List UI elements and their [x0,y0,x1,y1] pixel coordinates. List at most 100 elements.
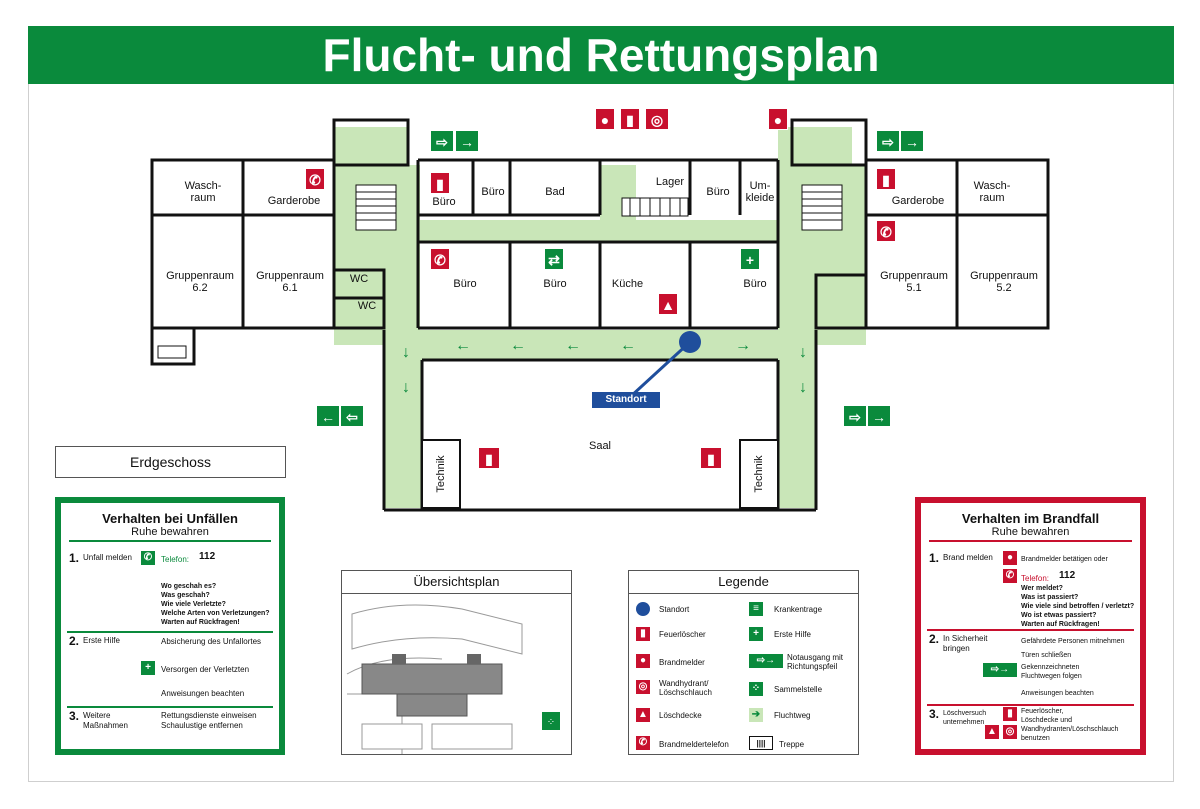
room-label-gruppenraum-52: Gruppenraum 5.2 [970,270,1038,294]
room-label-buero2: Büro [481,186,505,198]
question-0: Wer meldet? [1021,585,1063,592]
room-label-bad: Bad [545,186,565,198]
fire-extinguisher-icon: ▮ [478,447,500,469]
fire-phone-icon: ✆ [305,168,325,190]
arrow-left-icon: ← [455,337,471,354]
question-0: Wo geschah es? [161,583,217,590]
arrow-right-icon: → [900,130,924,152]
room-label-buero5: Büro [543,278,567,290]
fire-extinguisher-icon: ▮ [876,168,896,190]
legend-left-0: Standort [659,605,690,614]
fire-step1-label: Brand melden [943,553,993,562]
fire-title: Verhalten im Brandfall [961,511,1100,526]
fire-step2-line4: Anweisungen beachten [1021,690,1094,697]
legend-right-3: Sammelstelle [774,685,823,694]
room-label-buero6: Büro [743,278,767,290]
fire-blanket-icon: ▲ [636,708,650,722]
room-label-wc2: WC [357,300,377,312]
overview-title: Übersichtsplan [342,571,571,594]
fire-step2-line1: Gefährdete Personen mitnehmen [1021,638,1125,645]
escape-routes [334,127,866,508]
accident-subtitle: Ruhe bewahren [131,526,209,538]
room-label-garderobe-right: Garderobe [891,195,945,207]
legend-left-4: Löschdecke [659,711,702,720]
fire-step3-line: Feuerlöscher, Löschdecke und Wandhydrant… [1021,708,1119,742]
fire-phone-icon: ✆ [430,248,450,270]
hydrant-icon: ◎ [636,680,650,694]
fire-instructions: Verhalten im Brandfall Ruhe bewahren 1. … [915,497,1146,755]
accident-telefon-label: Telefon: [161,555,190,564]
fire-subtitle: Ruhe bewahren [991,526,1070,538]
fire-blanket-icon: ▲ [985,725,999,739]
legend-left-2: Brandmelder [659,658,705,667]
arrow-down-icon: ↓ [799,379,807,396]
arrow-left-icon: ← [510,337,526,354]
fire-step1-line: Brandmelder betätigen oder [1021,556,1108,563]
accident-step2-num: 2. [69,634,80,648]
arrow-right-icon: → [455,130,479,152]
first-aid-icon: + [740,248,760,270]
legend-left-1: Feuerlöscher [659,630,706,639]
fire-extinguisher-icon: ▮ [700,447,722,469]
fire-extinguisher-icon: ▮ [430,172,450,194]
emergency-exit-icon: ⇨→ [749,654,783,668]
question-1: Was geschah? [161,592,210,599]
accident-step2-line3: Anweisungen beachten [161,689,245,698]
phone-icon: ✆ [141,551,155,565]
question-2: Wie viele sind betroffen / verletzt? [1021,603,1135,610]
legend-right-0: Krankentrage [774,605,823,614]
fire-phone-icon: ✆ [876,220,896,242]
room-label-kueche: Küche [611,278,644,290]
accident-step2-line1: Absicherung des Unfallortes [161,637,262,646]
stretcher-icon: ⇄ [544,248,564,270]
fire-step2-num: 2. [929,632,940,646]
arrow-left-icon: ← [565,337,581,354]
legend-right-1: Erste Hilfe [774,630,811,639]
room-label-waschraum-left: Wasch- raum [184,180,222,204]
question-2: Wie viele Verletzte? [161,601,226,608]
fire-alarm-icon: ● [1003,551,1017,565]
accident-telefon-number: 112 [199,551,216,562]
assembly-point-icon: ⁘ [749,682,763,696]
stretcher-icon: ≡ [749,602,763,616]
accident-step3-label: Weitere Maßnahmen [83,711,128,730]
arrow-right-icon: → [735,337,751,354]
room-label-waschraum-right: Wasch- raum [973,180,1011,204]
room-label-gruppenraum-51: Gruppenraum 5.1 [880,270,948,294]
fire-telefon-label: Telefon: [1021,574,1050,583]
room-label-wc1: WC [349,273,369,285]
accident-step3-num: 3. [69,709,80,723]
fire-alarm-icon: ● [595,108,615,130]
fire-step2-line3: Gekennzeichneten Fluchtwegen folgen [1021,664,1082,680]
legend: Legende Standort ▮ Feuerlöscher ● Brandm… [628,570,859,755]
fire-telefon-number: 112 [1059,570,1076,581]
accident-title: Verhalten bei Unfällen [102,511,238,526]
room-label-saal: Saal [588,440,612,452]
legend-title: Legende [629,571,858,594]
question-4: Warten auf Rückfragen! [1021,621,1100,628]
fire-phone-icon: ✆ [1003,569,1017,583]
fire-step3-num: 3. [929,707,940,721]
floor-label: Erdgeschoss [55,446,286,478]
emergency-exit-icon: ⇨ [430,130,454,152]
question-3: Welche Arten von Verletzungen? [161,610,270,617]
accident-step2-line2: Versorgen der Verletzten [161,665,250,674]
accident-step1-label: Unfall melden [83,553,132,562]
question-4: Warten auf Rückfragen! [161,619,240,626]
arrow-right-icon: → [867,405,891,427]
first-aid-icon: + [749,627,763,641]
overview-drawing: ⁘ [346,604,560,754]
hydrant-icon: ◎ [1003,725,1017,739]
fire-step1-num: 1. [929,551,940,565]
fire-blanket-icon: ▲ [658,293,678,315]
fire-extinguisher-icon: ▮ [1003,707,1017,721]
fire-extinguisher-icon: ▮ [636,627,650,641]
accident-step3-line1: Rettungsdienste einweisen [161,711,257,720]
svg-text:⁘: ⁘ [547,717,555,728]
arrow-left-icon: ← [316,405,340,427]
legend-right-4: Fluchtweg [774,711,811,720]
overview-map: Übersichtsplan ⁘ [341,570,572,755]
fire-alarm-icon: ● [636,654,650,668]
accident-step2-label: Erste Hilfe [83,636,120,645]
room-label-garderobe-left: Garderobe [267,195,321,207]
